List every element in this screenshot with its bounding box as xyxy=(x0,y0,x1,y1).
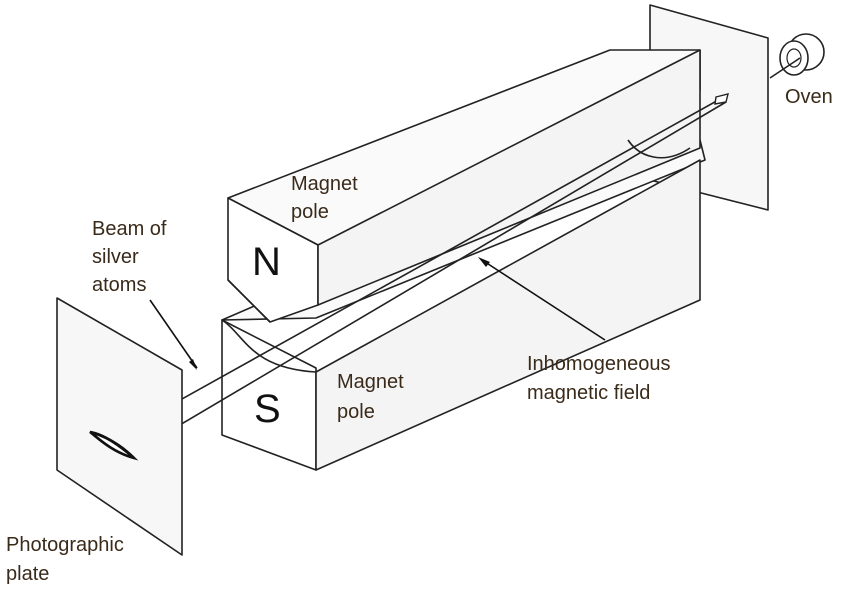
top-magnet-side-face xyxy=(317,49,701,306)
field-label-arrow xyxy=(478,257,606,341)
top-magnet-wedge xyxy=(227,279,271,323)
beam-label-arrow xyxy=(149,299,198,370)
silver-atom-beam xyxy=(111,93,729,459)
oven xyxy=(769,33,825,79)
oven-label: Oven xyxy=(785,86,833,108)
field-label-line1: Inhomogeneous xyxy=(527,353,670,375)
bottom-magnet-groove xyxy=(221,319,317,373)
top-magnet-label-line2: pole xyxy=(291,201,329,223)
field-label-line2: magnetic field xyxy=(527,382,650,404)
beam-label-line3: atoms xyxy=(92,274,146,296)
plate-label-line1: Photographic xyxy=(6,534,124,556)
plate-label-line2: plate xyxy=(6,563,49,585)
bottom-magnet-label-line2: pole xyxy=(337,401,375,423)
beam-label-line1: Beam of xyxy=(92,218,167,240)
beam-label-line2: silver xyxy=(92,246,139,268)
south-pole-letter: S xyxy=(254,387,281,431)
top-magnet-label-line1: Magnet xyxy=(291,173,358,195)
photographic-plate xyxy=(56,297,183,556)
north-pole-letter: N xyxy=(252,240,281,284)
top-magnet-front-face xyxy=(227,197,319,323)
field-region-curve xyxy=(627,139,691,159)
bottom-magnet-side-face xyxy=(315,159,701,471)
bottom-magnet-label-line1: Magnet xyxy=(337,371,404,393)
